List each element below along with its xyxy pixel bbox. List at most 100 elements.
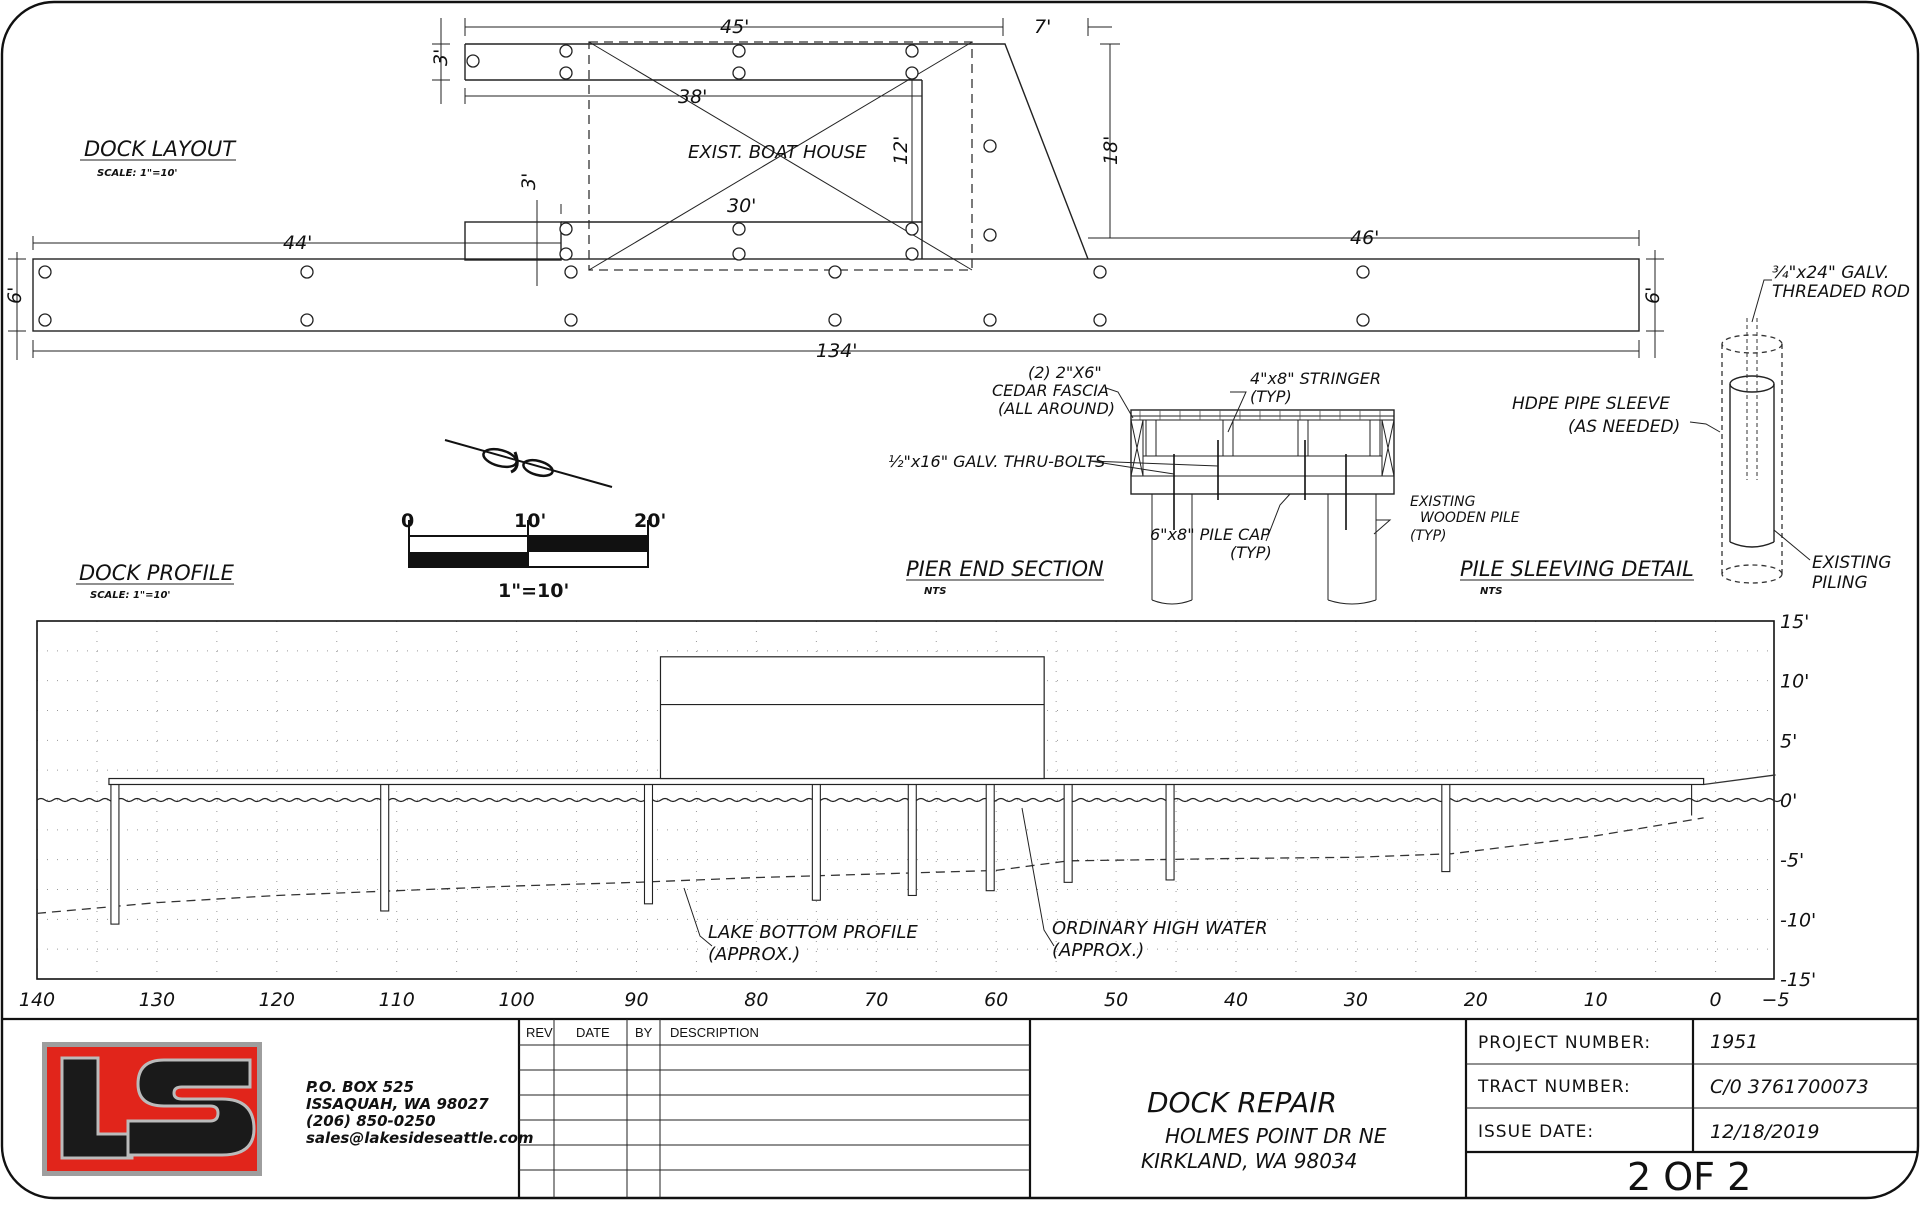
- scale-bar: 0 10' 20' 1"=10': [401, 510, 666, 602]
- dock-layout-scale: SCALE: 1"=10': [97, 168, 178, 179]
- existing-pile-label-2: WOODEN PILE: [1420, 510, 1520, 526]
- dim-3b: 3': [518, 173, 540, 190]
- dock-profile-scale: SCALE: 1"=10': [90, 590, 171, 601]
- project-number-label: PROJECT NUMBER:: [1478, 1033, 1651, 1053]
- dim-7: 7': [1034, 16, 1051, 38]
- scale-bar-20: 20': [634, 510, 666, 532]
- x-tick-label: 110: [379, 989, 415, 1011]
- profile-pile: [811, 783, 821, 901]
- left-finger-stub: [464, 221, 562, 261]
- stringer-label-1: 4"x8" STRINGER: [1250, 369, 1381, 388]
- x-tick-label: 20: [1464, 989, 1488, 1011]
- north-arrow-icon: [444, 439, 613, 488]
- dim-45: 45': [720, 16, 749, 38]
- address-phone: (206) 850-0250: [306, 1112, 436, 1130]
- shoreline: [1703, 774, 1776, 786]
- by-header: BY: [635, 1025, 653, 1040]
- boat-house-label: EXIST. BOAT HOUSE: [688, 142, 867, 163]
- lake-bottom-label-1: LAKE BOTTOM PROFILE: [708, 922, 918, 943]
- scale-bar-0: 0: [401, 510, 414, 532]
- y-tick-label: 5': [1780, 730, 1797, 752]
- issue-date-label: ISSUE DATE:: [1478, 1122, 1594, 1142]
- dim-46: 46': [1350, 227, 1379, 249]
- x-tick-label: 30: [1344, 989, 1368, 1011]
- pile-sleeving-detail: ¾"x24" GALV. THREADED ROD HDPE PIPE SLEE…: [1460, 263, 1910, 597]
- x-tick-label: 100: [498, 989, 534, 1011]
- y-tick-label: 0': [1780, 790, 1797, 812]
- y-tick-label: 10': [1780, 671, 1809, 693]
- x-tick-label: 120: [259, 989, 295, 1011]
- tract-number-label: TRACT NUMBER:: [1477, 1077, 1631, 1097]
- high-water-label-1: ORDINARY HIGH WATER: [1052, 918, 1268, 939]
- revision-table: REV DATE BY DESCRIPTION: [519, 1019, 1030, 1198]
- x-tick-label: 0: [1710, 989, 1722, 1011]
- title-block: P.O. BOX 525 ISSAQUAH, WA 98027 (206) 85…: [2, 1017, 1918, 1199]
- profile-pile: [985, 783, 995, 892]
- x-tick-label: 130: [139, 989, 175, 1011]
- project-title: DOCK REPAIR: [1147, 1086, 1337, 1119]
- existing-pile-label-1: EXISTING: [1410, 494, 1476, 510]
- scale-bar-10: 10': [514, 510, 546, 532]
- y-tick-label: -5': [1780, 850, 1804, 872]
- bolts-label: ½"x16" GALV. THRU-BOLTS: [888, 452, 1105, 471]
- dim-30: 30': [727, 195, 756, 217]
- layout-piles: [38, 44, 1370, 327]
- dim-6b: 6': [1642, 287, 1664, 304]
- y-tick-label: -10': [1780, 909, 1816, 931]
- pier-section-nts: NTS: [924, 586, 946, 597]
- issue-date: 12/18/2019: [1710, 1121, 1820, 1143]
- pile-detail-nts: NTS: [1480, 586, 1502, 597]
- boat-house-outline: [588, 41, 973, 271]
- piling-label-1: EXISTING: [1812, 553, 1891, 573]
- y-tick-label: -15': [1780, 969, 1816, 991]
- scale-bar-label: 1"=10': [498, 580, 569, 602]
- dock-layout-title: DOCK LAYOUT: [84, 137, 237, 161]
- address-line-2: ISSAQUAH, WA 98027: [306, 1095, 489, 1113]
- project-address-2: KIRKLAND, WA 98034: [1141, 1149, 1357, 1173]
- profile-pile: [643, 783, 654, 905]
- rev-header: REV: [526, 1025, 553, 1040]
- high-water-label-2: (APPROX.): [1052, 940, 1144, 961]
- dock-layout: DOCK LAYOUT SCALE: 1"=10' EXIST. BOAT HO…: [4, 16, 1664, 362]
- pile-cap-label-1: 6"x8" PILE CAP: [1150, 525, 1270, 544]
- project-address-1: HOLMES POINT DR NE: [1165, 1124, 1387, 1148]
- profile-pile: [110, 783, 120, 925]
- x-tick-label: 10: [1584, 989, 1608, 1011]
- dim-6a: 6': [4, 287, 26, 304]
- pier-end-section: (2) 2"X6" CEDAR FASCIA (ALL AROUND) 4"x8…: [888, 363, 1520, 605]
- dim-44: 44': [283, 232, 312, 254]
- profile-pile: [907, 783, 917, 897]
- dim-12: 12': [890, 136, 912, 165]
- date-header: DATE: [576, 1025, 610, 1040]
- upper-arm-outline: [465, 43, 1089, 260]
- rod-label-1: ¾"x24" GALV.: [1772, 263, 1889, 283]
- dim-38: 38': [678, 86, 707, 108]
- x-tick-label: 60: [984, 989, 1008, 1011]
- x-tick-label: −5: [1762, 989, 1790, 1011]
- rod-label-2: THREADED ROD: [1772, 282, 1910, 302]
- existing-pile-label-3: (TYP): [1410, 528, 1446, 544]
- profile-pile: [380, 783, 390, 912]
- profile-boat-house: [659, 656, 1045, 780]
- dim-134: 134': [816, 340, 858, 362]
- fascia-label-3: (ALL AROUND): [998, 399, 1115, 418]
- pile-cap-label-2: (TYP): [1230, 543, 1272, 562]
- profile-pile: [1165, 783, 1175, 881]
- fascia-label-2: CEDAR FASCIA: [992, 381, 1109, 400]
- dim-3a: 3': [430, 49, 452, 66]
- address-line-1: P.O. BOX 525: [306, 1078, 414, 1096]
- x-tick-label: 90: [624, 989, 648, 1011]
- pier-section-title: PIER END SECTION: [906, 557, 1104, 581]
- sleeve-label-1: HDPE PIPE SLEEVE: [1512, 394, 1670, 414]
- company-logo: [42, 1042, 262, 1176]
- fascia-label-1: (2) 2"X6": [1028, 363, 1102, 382]
- dock-profile-title: DOCK PROFILE: [79, 561, 235, 585]
- dim-18: 18': [1100, 136, 1122, 165]
- main-walkway: [32, 258, 1640, 332]
- profile-deck: [108, 777, 1705, 786]
- tract-number: C/0 3761700073: [1710, 1076, 1869, 1098]
- sleeve-label-2: (AS NEEDED): [1568, 417, 1680, 437]
